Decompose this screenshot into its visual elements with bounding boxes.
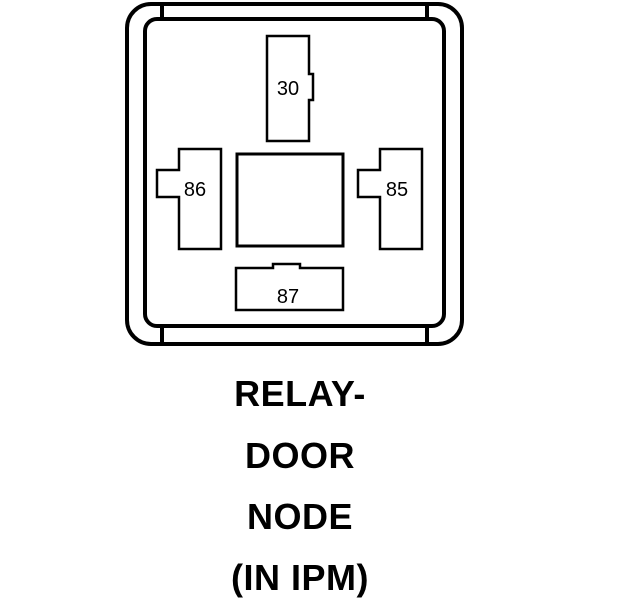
- terminal-87: [234, 262, 345, 312]
- caption-line-door: DOOR: [245, 435, 355, 476]
- terminal-85: [356, 147, 424, 251]
- pin-label-87: 87: [277, 286, 299, 308]
- terminal-86: [155, 147, 223, 251]
- caption-line-location: (IN IPM): [231, 557, 369, 598]
- pin-label-30: 30: [277, 78, 299, 100]
- pin-label-86: 86: [184, 179, 206, 201]
- relay-housing-inner: [143, 17, 446, 328]
- relay-center-block: [235, 152, 345, 248]
- relay-housing-outer: [125, 2, 464, 346]
- terminal-30: [265, 34, 315, 143]
- caption-line-relay: RELAY-: [234, 373, 366, 414]
- caption-line-node: NODE: [246, 496, 353, 537]
- relay-connector-diagram: 30 86 85 87: [125, 2, 464, 346]
- pin-label-85: 85: [386, 179, 408, 201]
